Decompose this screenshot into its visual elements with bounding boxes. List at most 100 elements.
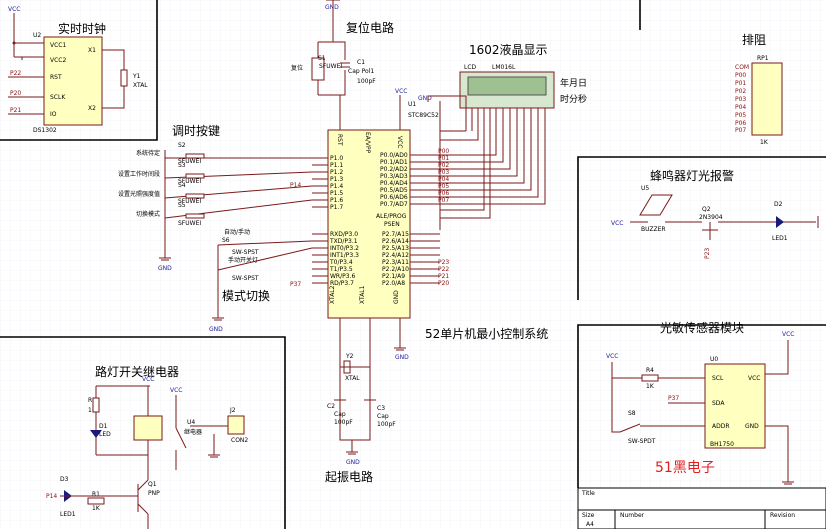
- svg-text:WR/P3.6: WR/P3.6: [330, 273, 355, 280]
- p2-pins: P2.7/A15 P2.6/A14 P2.5/A13 P2.4/A12 P2.3…: [382, 231, 449, 287]
- svg-text:X2: X2: [88, 105, 96, 112]
- svg-text:1K: 1K: [646, 383, 655, 390]
- svg-text:BH1750: BH1750: [710, 441, 734, 448]
- svg-text:LED: LED: [99, 431, 111, 438]
- svg-text:XTAL1: XTAL1: [359, 285, 366, 304]
- svg-text:P00: P00: [735, 72, 746, 79]
- mode-switch-title: 模式切换: [222, 289, 270, 303]
- svg-text:P03: P03: [735, 96, 746, 103]
- title-label: Title: [581, 490, 595, 497]
- svg-text:LED1: LED1: [60, 511, 76, 518]
- reset-title: 复位电路: [346, 20, 394, 35]
- svg-text:XTAL: XTAL: [345, 375, 360, 382]
- svg-text:U5: U5: [641, 185, 649, 192]
- svg-text:GND: GND: [418, 95, 432, 102]
- svg-text:P04: P04: [735, 104, 746, 111]
- ds1302-chip: [43, 36, 103, 126]
- svg-text:P23: P23: [704, 248, 711, 259]
- svg-text:XTAL: XTAL: [133, 82, 148, 89]
- svg-text:LED1: LED1: [772, 235, 788, 242]
- svg-text:P02: P02: [438, 162, 449, 169]
- svg-text:S5: S5: [178, 202, 186, 209]
- svg-text:U2: U2: [33, 32, 41, 39]
- svg-text:时分秒: 时分秒: [560, 93, 587, 105]
- svg-text:P2.2/A10: P2.2/A10: [382, 266, 409, 273]
- svg-text:P1.6: P1.6: [330, 197, 343, 204]
- svg-text:P0.5/AD5: P0.5/AD5: [380, 187, 408, 194]
- svg-text:RST: RST: [336, 134, 343, 146]
- crystal-circuit: Y2 XTAL C2 Cap 100pF C3 Cap 100pF GND 起振…: [325, 318, 396, 484]
- svg-text:Y1: Y1: [132, 73, 141, 80]
- svg-text:C1: C1: [357, 59, 365, 66]
- svg-text:SCLK: SCLK: [50, 94, 66, 101]
- svg-text:VCC: VCC: [396, 136, 403, 148]
- svg-text:D1: D1: [99, 423, 108, 430]
- svg-text:GND: GND: [346, 459, 360, 466]
- svg-text:Q1: Q1: [148, 481, 157, 488]
- svg-text:Cap Pol1: Cap Pol1: [348, 68, 374, 75]
- svg-text:P1.1: P1.1: [330, 162, 343, 169]
- svg-text:P06: P06: [735, 120, 746, 127]
- svg-text:100pF: 100pF: [377, 421, 396, 428]
- mcu: U1 STC89C52 VCC RST EA/VPP VCC P1.0 P1.1…: [290, 88, 548, 361]
- svg-text:SFUWEI: SFUWEI: [319, 63, 342, 70]
- svg-text:P1.4: P1.4: [330, 183, 343, 190]
- svg-text:TXD/P3.1: TXD/P3.1: [329, 238, 358, 245]
- svg-text:Size: Size: [582, 512, 595, 519]
- svg-text:A4: A4: [586, 521, 594, 528]
- svg-text:自动/手动: 自动/手动: [224, 228, 250, 236]
- reset-circuit: GND 复位电路 S1 复位 SFUWEI C1 Cap Pol1 100pF: [291, 0, 394, 130]
- mcu-title: 52单片机最小控制系统: [425, 327, 548, 341]
- svg-text:RXD/P3.0: RXD/P3.0: [330, 231, 358, 238]
- svg-text:S8: S8: [628, 410, 636, 417]
- svg-text:VCC1: VCC1: [50, 42, 66, 49]
- lcd-title: 1602液晶显示: [469, 42, 548, 57]
- svg-text:P0.2/AD2: P0.2/AD2: [380, 166, 408, 173]
- bh1750-chip: [704, 363, 766, 449]
- svg-text:P0.3/AD3: P0.3/AD3: [380, 173, 408, 180]
- stc89c52-chip: [327, 129, 411, 319]
- svg-text:1K: 1K: [92, 505, 101, 512]
- svg-text:RD/P3.7: RD/P3.7: [330, 280, 354, 287]
- relay-circuit: 路灯开关继电器 VCC VCC R3 1K D1 LED U4 继电器 J2 C…: [46, 364, 248, 529]
- svg-text:BUZZER: BUZZER: [641, 226, 666, 233]
- svg-text:GND: GND: [158, 265, 172, 272]
- svg-text:P2.4/A12: P2.4/A12: [382, 252, 409, 259]
- svg-text:年月日: 年月日: [560, 77, 587, 89]
- svg-text:C3: C3: [377, 405, 385, 412]
- svg-text:P22: P22: [10, 70, 21, 77]
- svg-text:P2.1/A9: P2.1/A9: [382, 273, 405, 280]
- svg-text:U4: U4: [187, 419, 195, 426]
- svg-text:P05: P05: [735, 112, 746, 119]
- svg-text:XTAL2: XTAL2: [329, 285, 336, 304]
- rp1-body: [751, 62, 783, 136]
- svg-text:SW-SPST: SW-SPST: [232, 275, 259, 282]
- svg-text:P05: P05: [438, 183, 449, 190]
- mode-switch: 自动/手动 S6 SW-SPST 手动开关灯 SW-SPST GND 模式切换: [209, 228, 313, 333]
- svg-text:Number: Number: [620, 512, 645, 519]
- light-sensor-title: 光敏传感器模块: [660, 320, 744, 335]
- svg-text:C2: C2: [327, 403, 335, 410]
- svg-text:Revision: Revision: [770, 512, 795, 519]
- svg-text:P03: P03: [438, 169, 449, 176]
- svg-text:S4: S4: [178, 182, 186, 189]
- svg-text:Q2: Q2: [702, 206, 711, 213]
- p3-pins: RXD/P3.0 TXD/P3.1 INT0/P3.2 INT1/P3.3 T0…: [312, 231, 359, 287]
- svg-text:P1.2: P1.2: [330, 169, 343, 176]
- svg-text:P0.1/AD1: P0.1/AD1: [380, 159, 408, 166]
- adjust-keys-title: 调时按键: [172, 124, 220, 138]
- buzzer-alarm: 蜂鸣器灯光报警 U5 BUZZER VCC Q2 2N3904 P23 D2 L…: [611, 168, 819, 259]
- svg-text:GND: GND: [393, 290, 400, 304]
- svg-text:R1: R1: [92, 491, 100, 498]
- brand-watermark: 51黑电子: [655, 460, 715, 476]
- svg-text:GND: GND: [745, 423, 759, 430]
- svg-text:VCC: VCC: [611, 220, 623, 227]
- svg-text:T1/P3.5: T1/P3.5: [329, 266, 353, 273]
- svg-text:RP1: RP1: [757, 55, 769, 62]
- lcd-module: 1602液晶显示 LCD LM016L 年月日 时分秒 GND: [418, 42, 587, 230]
- svg-text:P2.3/A11: P2.3/A11: [382, 259, 409, 266]
- rtc-title: 实时时钟: [58, 21, 106, 36]
